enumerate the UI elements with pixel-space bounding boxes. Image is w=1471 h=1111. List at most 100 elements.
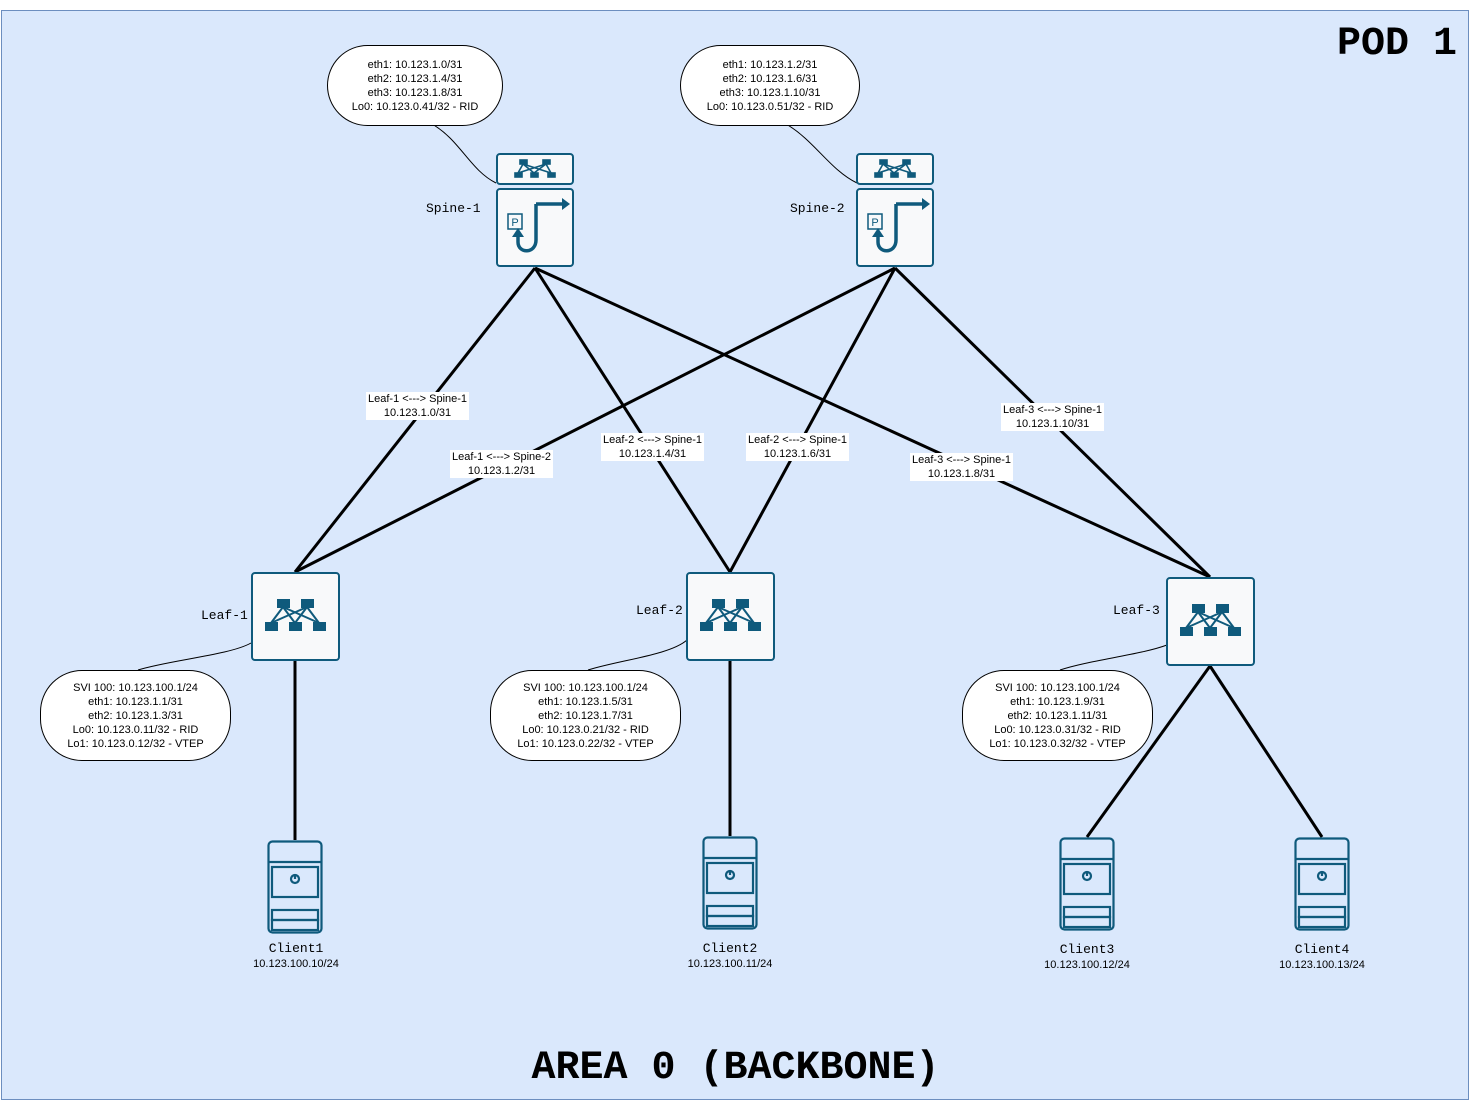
link-leaf3-client3 <box>1085 665 1212 838</box>
config-line: eth2: 10.123.1.4/31 <box>367 72 463 85</box>
spine1-config-bubble: eth1: 10.123.1.0/31 eth2: 10.123.1.4/31 … <box>327 45 503 126</box>
link-leaf1-spine1 <box>293 267 537 573</box>
link-label-text: Leaf-1 <---> Spine-1 <box>368 393 468 405</box>
config-line: eth3: 10.123.1.10/31 <box>719 86 821 99</box>
server-icon <box>702 836 758 930</box>
link-leaf2-spine2 <box>728 267 897 573</box>
spine2-top-module[interactable] <box>856 153 934 185</box>
svg-text:P: P <box>511 217 518 229</box>
client2-name: Client2 <box>702 941 758 956</box>
link-leaf1-spine2 <box>294 266 896 574</box>
link-label-leaf3-spine1: Leaf-3 <---> Spine-1 10.123.1.8/31 <box>910 453 1014 481</box>
server-icon <box>267 840 323 934</box>
area-0-container <box>1 10 1469 1100</box>
config-line: eth1: 10.123.1.9/31 <box>1010 695 1105 708</box>
spine-router-icon: P <box>507 198 570 253</box>
config-line: Lo0: 10.123.0.51/32 - RID <box>706 100 834 113</box>
client3-name: Client3 <box>1059 942 1115 957</box>
link-label-leaf2-spine2: Leaf-2 <---> Spine-1 10.123.1.6/31 <box>746 433 850 461</box>
config-line: eth1: 10.123.1.2/31 <box>722 58 818 71</box>
spine2-config-bubble: eth1: 10.123.1.2/31 eth2: 10.123.1.6/31 … <box>680 45 860 126</box>
link-leaf3-client4 <box>1208 665 1324 838</box>
link-label-text: Leaf-3 <---> Spine-1 <box>1003 404 1103 416</box>
link-label-leaf2-spine1: Leaf-2 <---> Spine-1 10.123.1.4/31 <box>601 433 705 461</box>
client4-name: Client4 <box>1294 942 1350 957</box>
config-line: Lo0: 10.123.0.21/32 - RID <box>522 723 649 736</box>
client3-ip: 10.123.100.12/24 <box>1044 959 1130 971</box>
config-line: eth1: 10.123.1.1/31 <box>88 695 183 708</box>
link-label-leaf3-spine2: Leaf-3 <---> Spine-1 10.123.1.10/31 <box>1001 403 1105 431</box>
spine2-label: Spine-2 <box>790 201 845 216</box>
config-line: eth2: 10.123.1.3/31 <box>88 709 183 722</box>
client2-server[interactable] <box>702 836 758 930</box>
link-subnet: 10.123.1.4/31 <box>618 448 687 460</box>
leaf3-label: Leaf-3 <box>1113 603 1160 618</box>
client3-server[interactable] <box>1059 837 1115 931</box>
switch-fabric-icon <box>514 159 556 178</box>
link-label-text: Leaf-2 <---> Spine-1 <box>603 434 703 446</box>
leaf-switch-icon <box>1180 604 1241 636</box>
config-line: SVI 100: 10.123.100.1/24 <box>523 681 648 694</box>
server-icon <box>1059 837 1115 931</box>
switch-fabric-icon <box>874 159 916 178</box>
config-line: eth1: 10.123.1.5/31 <box>538 695 633 708</box>
link-label-leaf1-spine1: Leaf-1 <---> Spine-1 10.123.1.0/31 <box>366 392 470 420</box>
config-line: eth2: 10.123.1.7/31 <box>538 709 633 722</box>
config-line: eth2: 10.123.1.11/31 <box>1007 709 1108 722</box>
leaf3-config-bubble: SVI 100: 10.123.100.1/24 eth1: 10.123.1.… <box>962 670 1153 761</box>
leaf1-config-bubble: SVI 100: 10.123.100.1/24 eth1: 10.123.1.… <box>40 670 231 761</box>
link-leaf3-spine1 <box>534 266 1211 579</box>
leaf2-switch[interactable] <box>686 572 775 661</box>
server-icon <box>1294 837 1350 931</box>
area-title: AREA 0 (BACKBONE) <box>531 1046 940 1091</box>
config-line: SVI 100: 10.123.100.1/24 <box>73 681 198 694</box>
spine1-router[interactable]: P <box>496 188 574 267</box>
link-leaf2-spine1 <box>533 267 732 573</box>
link-subnet: 10.123.1.8/31 <box>927 468 996 480</box>
leaf-switch-icon <box>700 599 761 631</box>
client1-name: Client1 <box>268 941 324 956</box>
callout-spine2 <box>785 123 858 184</box>
callout-spine1 <box>431 123 497 184</box>
link-label-leaf1-spine2: Leaf-1 <---> Spine-2 10.123.1.2/31 <box>450 450 554 478</box>
leaf1-switch[interactable] <box>251 572 340 661</box>
leaf2-label: Leaf-2 <box>636 603 683 618</box>
link-subnet: 10.123.1.10/31 <box>1015 418 1090 430</box>
client4-server[interactable] <box>1294 837 1350 931</box>
leaf1-label: Leaf-1 <box>201 608 248 623</box>
config-line: SVI 100: 10.123.100.1/24 <box>995 681 1120 694</box>
link-subnet: 10.123.1.0/31 <box>383 407 452 419</box>
link-label-text: Leaf-2 <---> Spine-1 <box>748 434 848 446</box>
config-line: Lo0: 10.123.0.11/32 - RID <box>72 723 199 736</box>
client4-ip: 10.123.100.13/24 <box>1279 959 1365 971</box>
spine1-label: Spine-1 <box>426 201 481 216</box>
callout-leaf2 <box>587 639 688 671</box>
leaf-switch-icon <box>265 599 326 631</box>
link-label-text: Leaf-1 <---> Spine-2 <box>452 451 552 463</box>
callout-leaf3 <box>1059 644 1168 671</box>
spine2-router[interactable]: P <box>856 188 934 267</box>
svg-text:P: P <box>871 217 878 229</box>
config-line: eth2: 10.123.1.6/31 <box>722 72 818 85</box>
client1-ip: 10.123.100.10/24 <box>253 958 339 970</box>
pod-title: POD 1 <box>1336 22 1457 67</box>
link-subnet: 10.123.1.6/31 <box>763 448 832 460</box>
leaf3-switch[interactable] <box>1166 577 1255 666</box>
spine1-top-module[interactable] <box>496 153 574 185</box>
callout-leaf1 <box>137 642 252 671</box>
spine-router-icon: P <box>867 198 930 253</box>
config-line: Lo1: 10.123.0.12/32 - VTEP <box>67 737 204 750</box>
client2-ip: 10.123.100.11/24 <box>687 958 773 970</box>
client1-server[interactable] <box>267 840 323 934</box>
config-line: Lo0: 10.123.0.31/32 - RID <box>994 723 1121 736</box>
config-line: eth1: 10.123.1.0/31 <box>367 58 463 71</box>
link-subnet: 10.123.1.2/31 <box>467 465 536 477</box>
config-line: Lo0: 10.123.0.41/32 - RID <box>351 100 479 113</box>
link-label-text: Leaf-3 <---> Spine-1 <box>912 454 1012 466</box>
config-line: Lo1: 10.123.0.22/32 - VTEP <box>517 737 654 750</box>
config-line: eth3: 10.123.1.8/31 <box>367 86 463 99</box>
leaf2-config-bubble: SVI 100: 10.123.100.1/24 eth1: 10.123.1.… <box>490 670 681 761</box>
config-line: Lo1: 10.123.0.32/32 - VTEP <box>989 737 1126 750</box>
